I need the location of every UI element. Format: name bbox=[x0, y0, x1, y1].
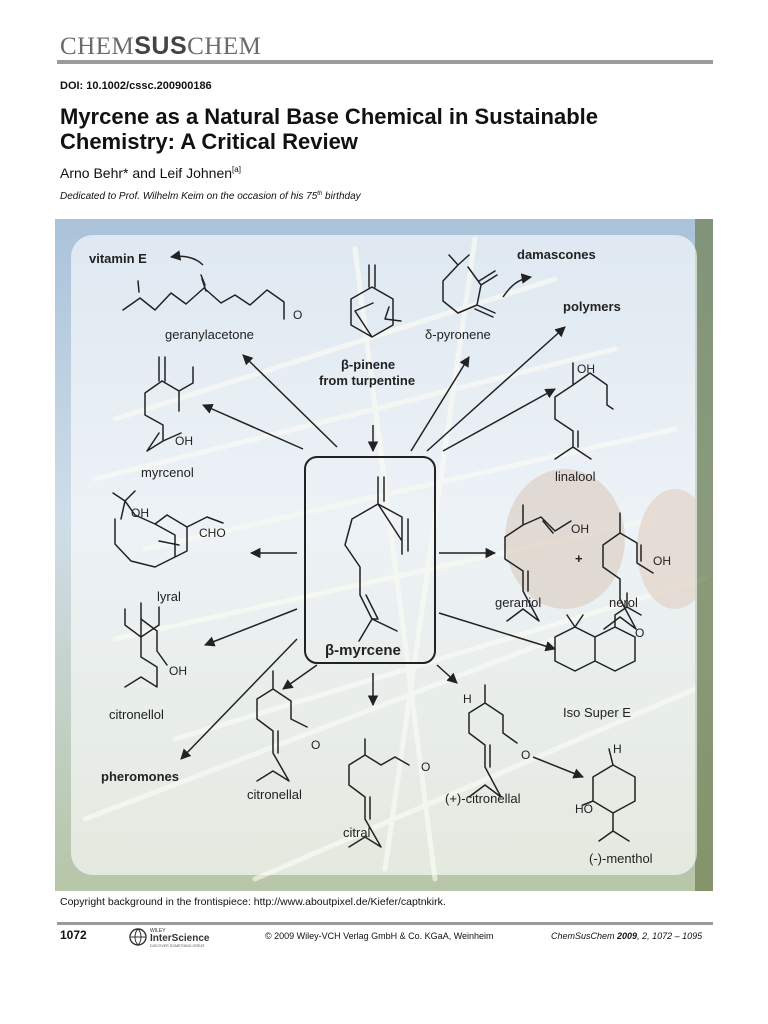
beta-pinene-structure bbox=[350, 264, 402, 338]
myrcenol-structure bbox=[144, 356, 194, 452]
citation-year: 2009 bbox=[617, 931, 638, 941]
label-polymers: polymers bbox=[563, 299, 621, 314]
frontispiece-figure: vitamin E geranylacetone β-pinene from t… bbox=[55, 219, 713, 891]
dedication-text: Dedicated to Prof. Wilhelm Keim on the o… bbox=[60, 191, 318, 202]
header-rule bbox=[57, 60, 713, 64]
iso-super-e-structure bbox=[554, 592, 642, 672]
label-citronellal: citronellal bbox=[247, 787, 302, 802]
atom-o-iso-super-e: O bbox=[635, 626, 644, 640]
atom-o-geranylacetone: O bbox=[293, 308, 302, 322]
label-iso-super-e: Iso Super E bbox=[563, 705, 631, 720]
atom-oh-linalool: OH bbox=[577, 362, 595, 376]
atom-oh-myrcenol: OH bbox=[175, 434, 193, 448]
journal-logo-chem-2: CHEM bbox=[187, 33, 262, 60]
atom-o-citronellal: O bbox=[311, 738, 320, 752]
atom-oh-nerol: OH bbox=[653, 554, 671, 568]
label-geraniol: geraniol bbox=[495, 595, 541, 610]
atom-oh-citronellol: OH bbox=[169, 664, 187, 678]
journal-logo-chem: CHEM bbox=[60, 33, 135, 60]
citronellal-structure bbox=[256, 670, 308, 782]
reaction-arrows bbox=[169, 250, 584, 779]
label-pyronene: δ-pyronene bbox=[425, 327, 491, 342]
atom-ho-menthol: HO bbox=[575, 802, 593, 816]
linalool-structure bbox=[554, 362, 614, 460]
menthol-structure bbox=[582, 748, 636, 842]
journal-logo: CHEMSUSCHEM bbox=[60, 31, 261, 62]
label-citral: citral bbox=[343, 825, 371, 840]
label-linalool: linalool bbox=[555, 469, 596, 484]
journal-logo-sus: SUS bbox=[134, 32, 188, 60]
label-beta-myrcene: β-myrcene bbox=[325, 642, 401, 659]
label-geranylacetone: geranylacetone bbox=[165, 327, 254, 342]
atom-oh-lyral: OH bbox=[131, 506, 149, 520]
atom-cho-lyral: CHO bbox=[199, 526, 226, 540]
atom-oh-geraniol: OH bbox=[571, 522, 589, 536]
label-beta-pinene: β-pinene bbox=[341, 357, 395, 372]
citation: ChemSusChem 2009, 2, 1072 – 1095 bbox=[551, 931, 702, 942]
plus-citronellal-structure bbox=[468, 684, 518, 798]
page-number: 1072 bbox=[60, 928, 87, 942]
label-myrcenol: myrcenol bbox=[141, 465, 194, 480]
dedication-suffix: birthday bbox=[322, 191, 361, 202]
label-pheromones: pheromones bbox=[101, 769, 179, 784]
citation-journal: ChemSusChem bbox=[551, 931, 618, 941]
footer-rule bbox=[57, 922, 713, 925]
globe-lines bbox=[131, 928, 145, 946]
authors: Arno Behr* and Leif Johnen[a] bbox=[60, 161, 241, 182]
label-vitamin-e: vitamin E bbox=[89, 251, 147, 266]
geranylacetone-structure bbox=[122, 274, 285, 320]
label-plus-citronellal: (+)-citronellal bbox=[445, 791, 521, 806]
geraniol-structure bbox=[504, 504, 572, 622]
scheme-panel bbox=[71, 235, 697, 875]
dedication-superscript: th bbox=[317, 191, 323, 197]
publisher-wiley: WILEY bbox=[150, 928, 166, 934]
label-menthol: (-)-menthol bbox=[589, 851, 653, 866]
atom-o-plus-citronellal: O bbox=[521, 748, 530, 762]
label-citronellol: citronellol bbox=[109, 707, 164, 722]
label-damascones: damascones bbox=[517, 247, 596, 262]
copyright-notice: © 2009 Wiley-VCH Verlag GmbH & Co. KGaA,… bbox=[265, 931, 494, 941]
pyronene-structure bbox=[442, 254, 498, 318]
citation-volume-pages: , 2, 1072 – 1095 bbox=[637, 931, 703, 941]
lyral-structure bbox=[112, 490, 224, 568]
figure-caption: Copyright background in the frontispiece… bbox=[60, 896, 446, 908]
atom-h-menthol: H bbox=[613, 742, 622, 756]
dedication: Dedicated to Prof. Wilhelm Keim on the o… bbox=[60, 188, 361, 203]
atom-o-citral: O bbox=[421, 760, 430, 774]
label-nerol: nerol bbox=[609, 595, 638, 610]
article-title: Myrcene as a Natural Base Chemical in Su… bbox=[60, 104, 599, 154]
publisher-tagline: DISCOVER SOMETHING GREAT bbox=[150, 944, 205, 948]
citral-structure bbox=[348, 738, 410, 848]
label-lyral: lyral bbox=[157, 589, 181, 604]
affiliation-marker[interactable]: [a] bbox=[232, 165, 241, 174]
label-from-turpentine: from turpentine bbox=[319, 373, 415, 388]
author-names: Arno Behr* and Leif Johnen bbox=[60, 165, 233, 181]
atom-h-plus-citronellal: H bbox=[463, 692, 472, 706]
publisher-logo[interactable]: WILEY InterScience DISCOVER SOMETHING GR… bbox=[128, 926, 232, 948]
nerol-structure bbox=[602, 512, 654, 630]
doi[interactable]: DOI: 10.1002/cssc.200900186 bbox=[60, 80, 212, 92]
myrcene-box bbox=[304, 456, 436, 664]
label-plus: + bbox=[575, 551, 583, 566]
citronellol-chain bbox=[140, 602, 168, 666]
citronellol-structure bbox=[124, 606, 160, 688]
myrcene-structure bbox=[344, 476, 409, 642]
reaction-scheme: vitamin E geranylacetone β-pinene from t… bbox=[55, 219, 713, 891]
publisher-name: InterScience bbox=[150, 933, 210, 944]
